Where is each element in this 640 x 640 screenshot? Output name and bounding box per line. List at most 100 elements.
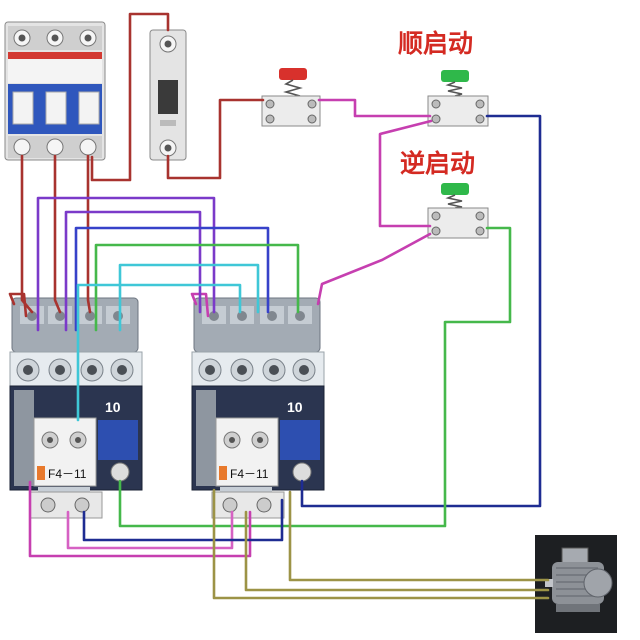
breaker-bottom-screw: [79, 138, 97, 156]
forward-start-label: 顺启动: [398, 29, 473, 58]
aux-contact-screw: [222, 497, 238, 513]
aux-block-orange-tab: [37, 466, 45, 480]
contactor-terminal-screw: [237, 365, 247, 375]
motor: [535, 535, 617, 633]
stop-button-contact-screw: [265, 99, 275, 109]
aux-block-label: F4－11: [48, 467, 87, 481]
contactor-rating-label: 10: [287, 399, 303, 415]
contactor-blue-block: [98, 420, 138, 460]
contactor-coil-terminal: [292, 462, 312, 482]
aux-contact-screw: [40, 497, 56, 513]
motor-terminal-box: [561, 547, 589, 565]
stop-button-contact-screw: [307, 114, 317, 124]
wire-cross-blue: [74, 226, 270, 332]
contactor-terminal-screw: [299, 365, 309, 375]
contactor-side-panel: [14, 390, 34, 486]
reverse-start-pushbutton: [427, 183, 489, 239]
single-breaker-toggle: [158, 80, 178, 114]
wire-cross-cyan-2: [76, 283, 242, 422]
breaker-toggle: [45, 91, 67, 125]
contactor-left: 10 F4－11: [9, 297, 143, 519]
wire-power-l3: [86, 154, 92, 314]
aux-block-face: [33, 417, 97, 487]
breaker-top-screw-head: [51, 34, 59, 42]
wire-reverse-start-to-right-contactor: [316, 232, 432, 306]
wire-motor-lead-1: [212, 488, 550, 600]
aux-block-screw: [229, 437, 235, 443]
wire-breaker-to-control-breaker: [90, 12, 170, 182]
stop-button-spring: [283, 79, 303, 97]
wire-cross-purple-2: [64, 210, 202, 332]
reverse-start-contact-screw: [475, 211, 485, 221]
contactor-terminal-screw: [269, 365, 279, 375]
reverse-start-contact-screw: [475, 226, 485, 236]
contactor-coil-terminal: [110, 462, 130, 482]
wire-cross-cyan-1: [118, 263, 260, 332]
contactor-top-screw: [295, 311, 305, 321]
forward-start-button-cap: [441, 70, 469, 82]
contactor-rating-label: 10: [105, 399, 121, 415]
three-pole-circuit-breaker: [4, 21, 106, 161]
contactor-bottom-label-strip: [38, 487, 90, 492]
breaker-toggle: [12, 91, 34, 125]
wire-left-contactor-loop: [8, 292, 28, 318]
contactor-top-screw: [237, 311, 247, 321]
aux-block-face: [215, 417, 279, 487]
wire-power-l2: [53, 154, 62, 314]
breaker-top-screw-head: [84, 34, 92, 42]
wire-power-l1: [20, 154, 34, 314]
wire-forward-to-reverse-start: [378, 119, 433, 228]
contactor-top-screw: [209, 311, 219, 321]
reverse-start-contact-screw: [431, 211, 441, 221]
forward-start-pushbutton: [427, 70, 489, 127]
contactor-terminal-screw: [117, 365, 127, 375]
breaker-top-screw-head: [18, 34, 26, 42]
forward-start-contact-screw: [475, 99, 485, 109]
breaker-red-stripe: [8, 52, 102, 59]
stop-button-contact-screw: [265, 114, 275, 124]
wire-motor-lead-2: [244, 510, 550, 592]
wire-forward-start-to-coil: [300, 114, 542, 508]
forward-start-button-spring: [445, 81, 463, 97]
stop-button-contact-screw: [307, 99, 317, 109]
aux-block-screw: [257, 437, 263, 443]
aux-block-label: F4－11: [230, 467, 269, 481]
aux-block-orange-tab: [219, 466, 227, 480]
wire-bottom-blue: [82, 498, 284, 542]
wire-cross-purple-1: [36, 196, 216, 332]
stop-button-cap: [279, 68, 307, 80]
forward-start-contact-screw: [475, 114, 485, 124]
single-breaker-bottom-screw-head: [164, 144, 172, 152]
motor-end-cap: [583, 568, 613, 598]
reverse-start-label: 逆启动: [400, 149, 475, 178]
contactor-side-panel: [196, 390, 216, 486]
aux-contact-block: [29, 491, 103, 519]
aux-block-screw: [75, 437, 81, 443]
wire-cross-green: [94, 243, 300, 332]
breaker-bottom-screw: [46, 138, 64, 156]
aux-block-screw: [47, 437, 53, 443]
contactor-right: 10 F4－11: [191, 297, 325, 519]
contactor-terminal-screw: [87, 365, 97, 375]
aux-contact-screw: [74, 497, 90, 513]
contactor-top-screw: [267, 311, 277, 321]
wire-stop-to-forward-start: [317, 98, 432, 118]
single-pole-circuit-breaker: [149, 29, 187, 161]
stop-pushbutton: [261, 68, 321, 127]
contactor-top-screw: [113, 311, 123, 321]
breaker-toggle: [78, 91, 100, 125]
forward-start-contact-screw: [431, 114, 441, 124]
contactor-blue-block: [280, 420, 320, 460]
wire-reverse-start-to-coil: [118, 226, 512, 528]
wire-control-breaker-to-stop: [166, 98, 265, 180]
wire-motor-lead-3: [288, 490, 550, 582]
aux-contact-screw: [256, 497, 272, 513]
breaker-bottom-screw: [13, 138, 31, 156]
reverse-start-contact-screw: [431, 226, 441, 236]
breaker-label-area: [8, 59, 102, 83]
contactor-bottom-label-strip: [220, 487, 272, 492]
single-breaker-slot: [160, 120, 176, 126]
reverse-start-button-cap: [441, 183, 469, 195]
wires: [8, 12, 550, 600]
